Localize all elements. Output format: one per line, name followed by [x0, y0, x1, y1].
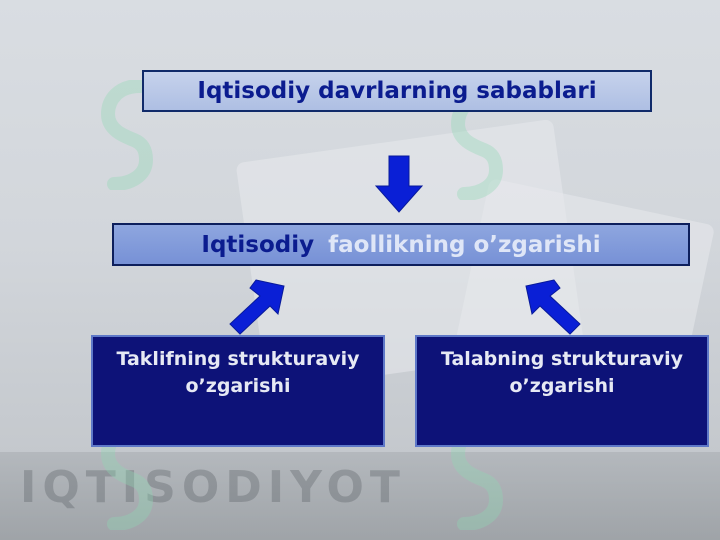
demand-box-line2: o’zgarishi — [509, 375, 615, 397]
watermark-text: IQTISODIYOT — [20, 462, 406, 513]
center-text-part2: faollikning o’zgarishi — [328, 231, 601, 258]
demand-box-line1: Talabning strukturaviy — [440, 348, 684, 370]
title-text: Iqtisodiy davrlarning sabablari — [197, 78, 597, 104]
supply-box-line2: o’zgarishi — [185, 375, 291, 397]
down-arrow-icon — [374, 155, 424, 213]
title-box: Iqtisodiy davrlarning sabablari — [142, 70, 652, 112]
background-band — [0, 452, 720, 540]
up-right-arrow-icon — [229, 279, 285, 335]
up-left-arrow-icon — [525, 279, 581, 335]
supply-box-line1: Taklifning strukturaviy — [116, 348, 360, 370]
supply-structural-change-box: Taklifning strukturaviy o’zgarishi — [91, 335, 385, 447]
demand-structural-change-box: Talabning strukturaviy o’zgarishi — [415, 335, 709, 447]
center-text-part1: Iqtisodiy — [201, 231, 315, 258]
center-box: Iqtisodiy faollikning o’zgarishi — [112, 223, 690, 266]
